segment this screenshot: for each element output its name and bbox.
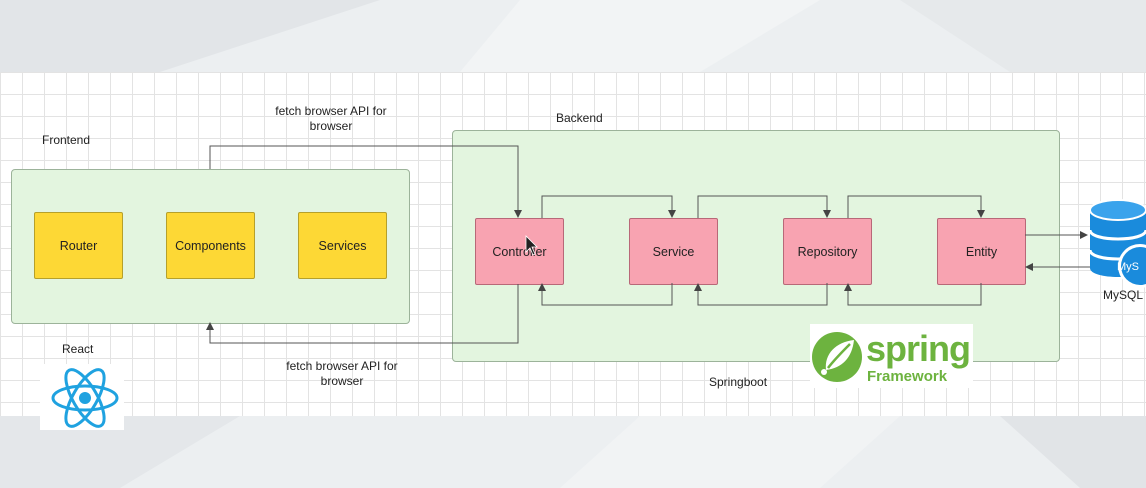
controller-to-service bbox=[541, 195, 676, 218]
repository-to-service bbox=[694, 283, 828, 306]
module-services: Services bbox=[298, 212, 387, 279]
react-logo-tile bbox=[40, 364, 124, 430]
springboot-label: Springboot bbox=[709, 375, 768, 389]
mysql-logo-text: MyS bbox=[1117, 261, 1139, 273]
module-components: Components bbox=[166, 212, 255, 279]
layer-repository: Repository bbox=[783, 218, 872, 285]
spring-leaf-icon bbox=[812, 332, 862, 382]
module-router: Router bbox=[34, 212, 123, 279]
spring-subwordmark: Framework bbox=[867, 368, 948, 385]
layer-entity: Entity bbox=[937, 218, 1026, 285]
repository-to-entity bbox=[847, 195, 985, 218]
react-logo-icon bbox=[51, 368, 119, 428]
layer-service: Service bbox=[629, 218, 718, 285]
mysql-label: MySQL bbox=[1103, 288, 1144, 302]
entity-to-repository bbox=[844, 283, 982, 306]
frontend-title: Frontend bbox=[42, 133, 91, 147]
response-label: fetch browser API for browser bbox=[286, 359, 398, 388]
request-label: fetch browser API for browser bbox=[275, 104, 387, 133]
spring-wordmark: spring bbox=[866, 328, 971, 369]
react-label: React bbox=[62, 342, 94, 356]
spring-framework-logo: spring Framework bbox=[810, 324, 973, 388]
mouse-cursor bbox=[525, 235, 538, 256]
backend-title: Backend bbox=[556, 111, 603, 125]
service-to-controller bbox=[538, 283, 673, 306]
service-to-repository bbox=[697, 195, 831, 218]
response-connector bbox=[206, 284, 519, 344]
database-icon bbox=[1088, 199, 1146, 288]
request-connector bbox=[209, 145, 522, 218]
